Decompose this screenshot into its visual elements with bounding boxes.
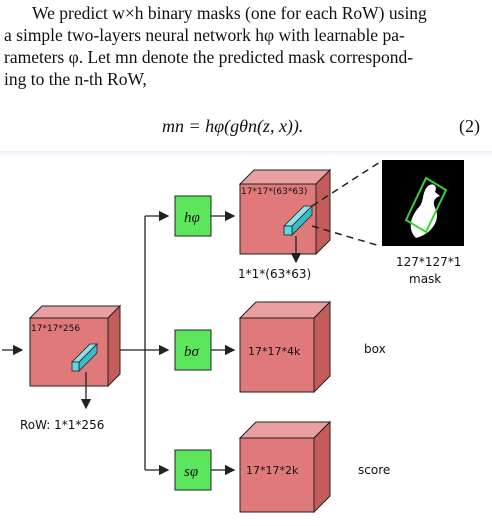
dash-top — [311, 161, 381, 207]
equation-number: (2) — [459, 116, 480, 136]
b-function-box — [174, 329, 212, 371]
input-block — [28, 304, 122, 388]
box-word: box — [364, 342, 386, 356]
box-block — [238, 300, 332, 394]
input-block-label: 17*17*256 — [31, 324, 80, 334]
equation: mn = hφ(gθn(z, x)). — [162, 116, 304, 136]
b-function-label: bσ — [184, 344, 200, 360]
box-block-label: 17*17*4k — [248, 345, 301, 358]
mask-word: mask — [409, 272, 441, 286]
mask-block-label: 17*17*(63*63) — [241, 187, 307, 197]
para-line-2: a simple two-layers neural network hφ wi… — [4, 25, 405, 45]
mask-size-label: 127*127*1 — [396, 255, 461, 269]
mask-vector-label: 1*1*(63*63) — [238, 267, 311, 281]
score-word: score — [358, 463, 390, 477]
equation-line: mn = hφ(gθn(z, x)). (2) — [0, 116, 492, 142]
score-block — [238, 420, 332, 514]
row-vector — [71, 343, 98, 372]
h-function-box — [174, 195, 212, 237]
mask-image — [382, 160, 464, 246]
para-line-1: We predict w×h binary masks (one for eac… — [32, 3, 427, 23]
s-function-label: sφ — [184, 464, 198, 480]
para-line-3: rameters φ. Let mn denote the predicted … — [4, 47, 414, 67]
row-label: RoW: 1*1*256 — [20, 418, 104, 432]
paragraph: We predict w×h binary masks (one for eac… — [4, 2, 480, 90]
score-block-label: 17*17*2k — [246, 464, 299, 477]
divider — [0, 151, 492, 156]
h-function-label: hφ — [184, 210, 200, 226]
para-line-4: ing to the n-th RoW, — [4, 69, 147, 89]
s-function-box — [174, 449, 212, 491]
mask-block — [238, 168, 332, 256]
